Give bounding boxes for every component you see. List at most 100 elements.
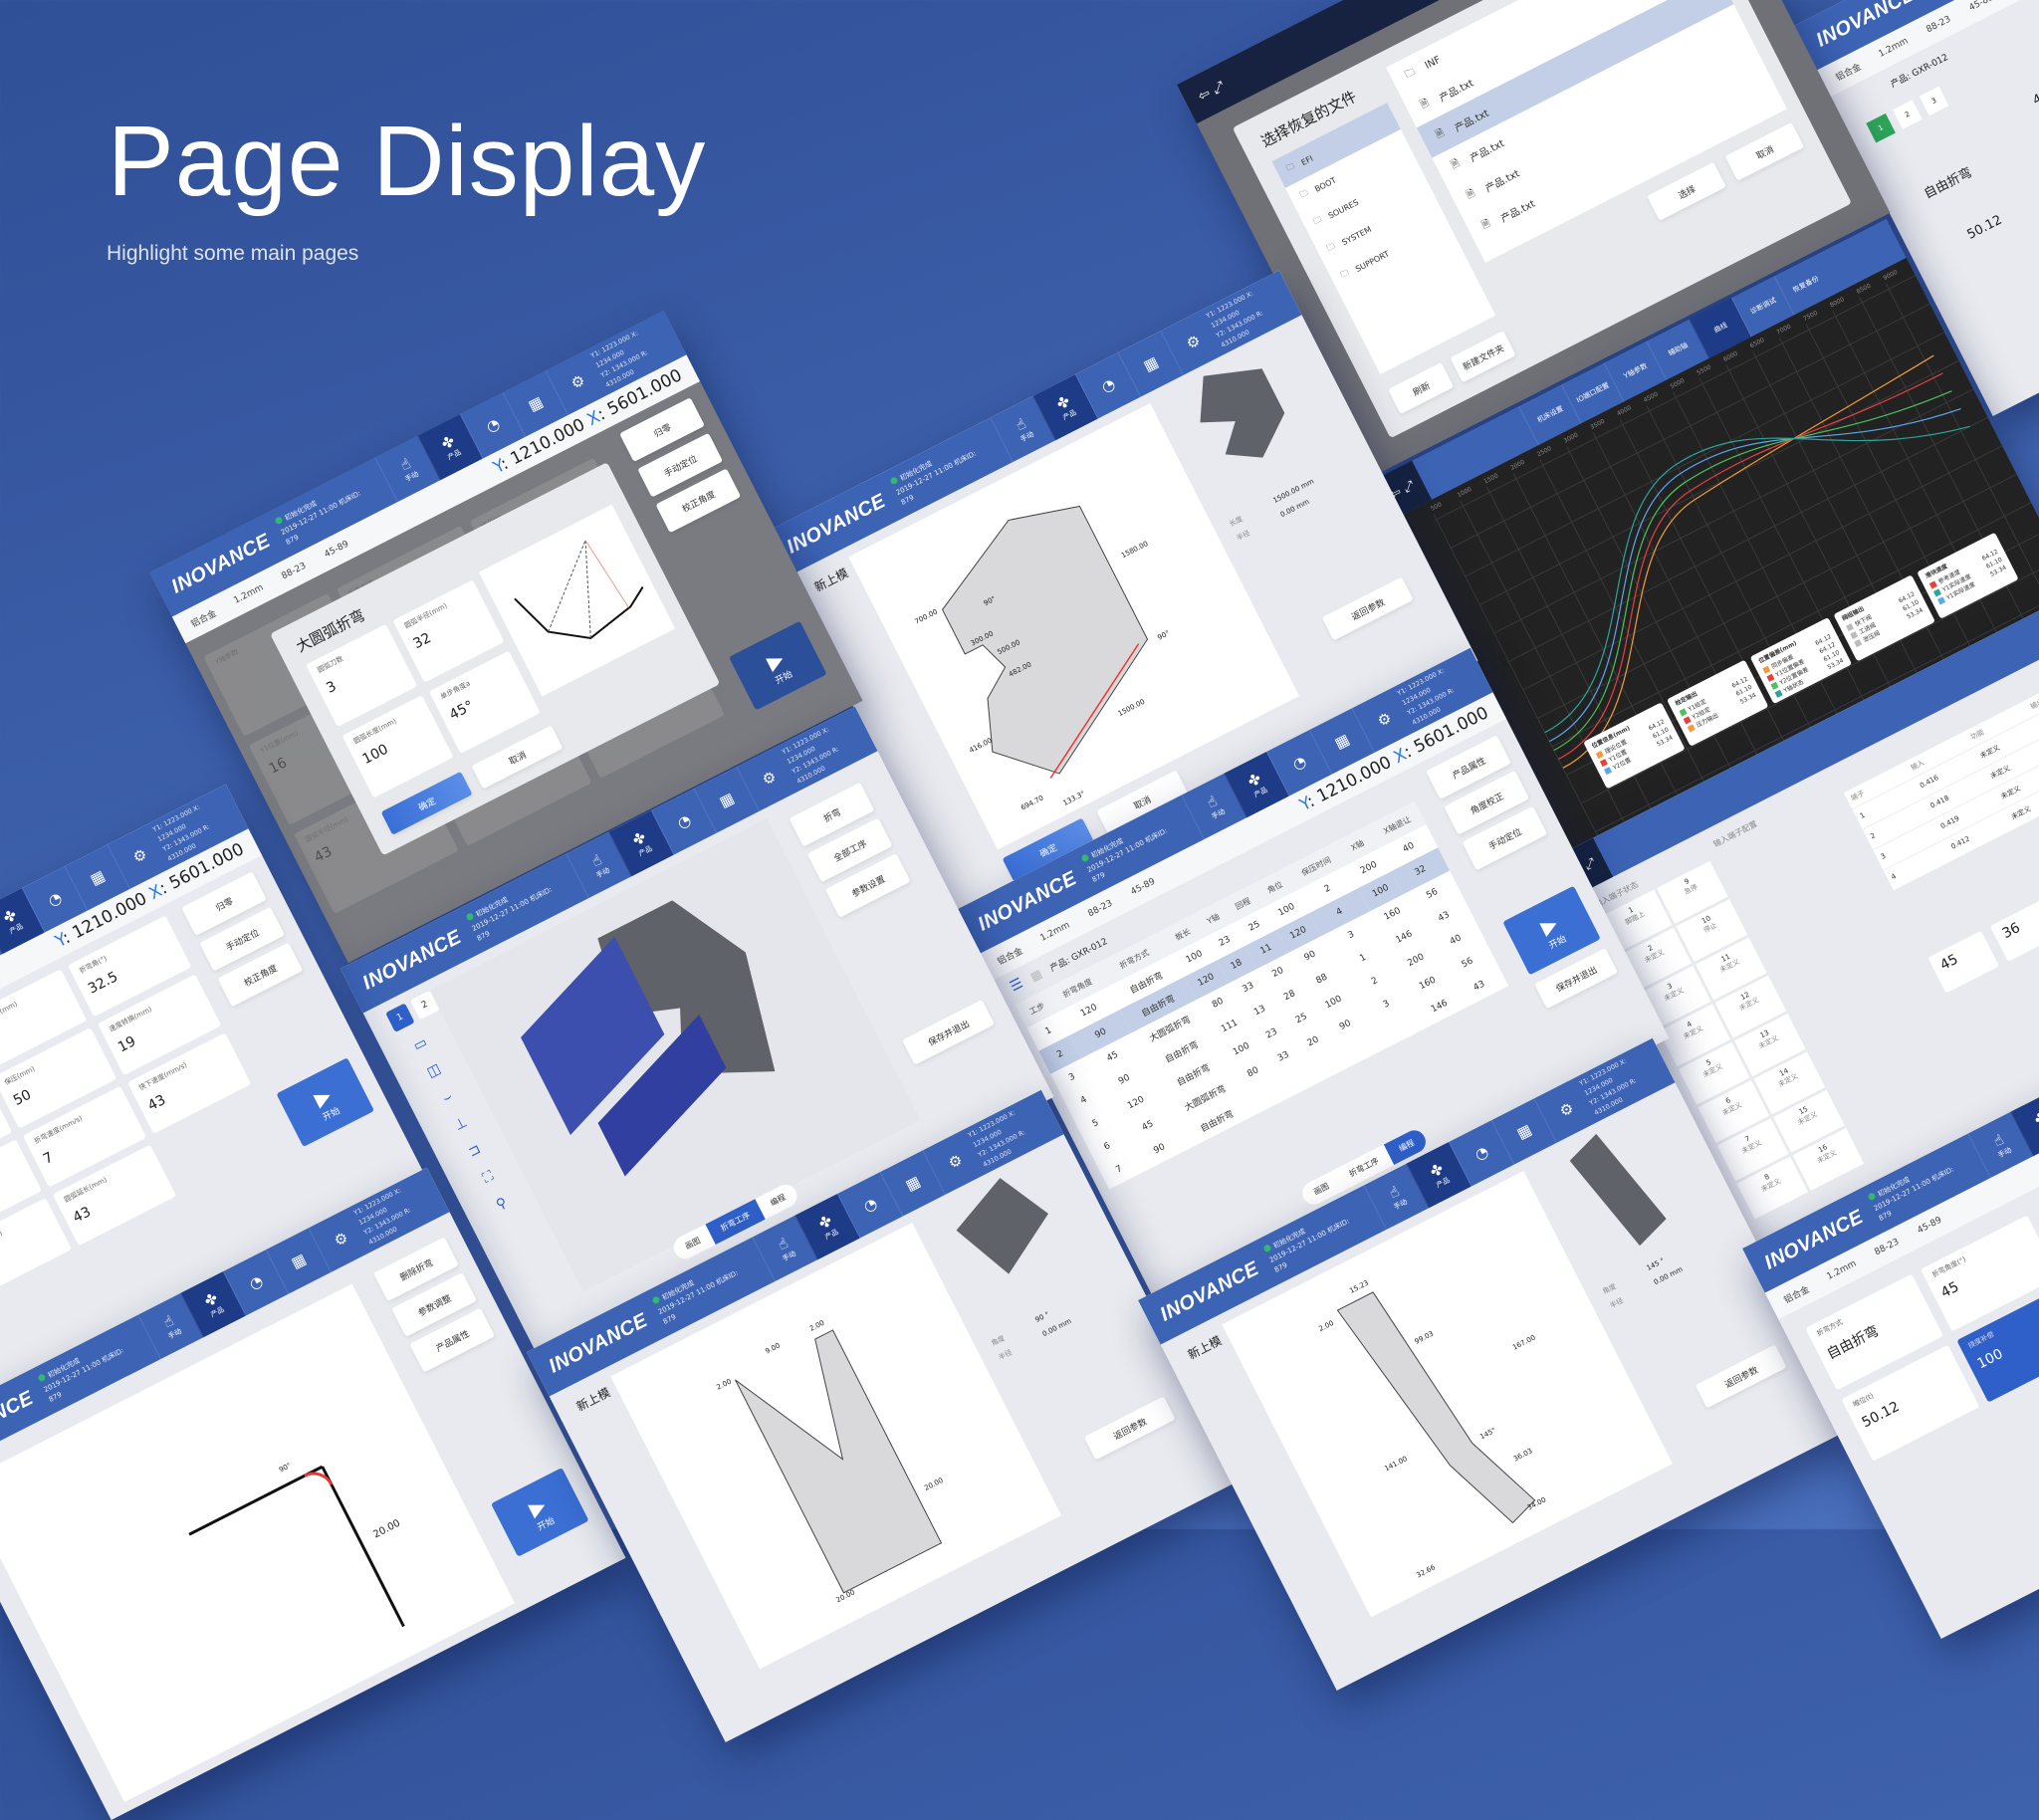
tick-label: 8000 bbox=[1829, 296, 1846, 309]
file-icon: 🗎 bbox=[1433, 125, 1448, 144]
folder-icon: 🗀 bbox=[1284, 160, 1297, 176]
io-value: 45 bbox=[1927, 931, 1999, 994]
start-button[interactable]: ▶开始 bbox=[729, 621, 827, 711]
nav-label: 机床设置 bbox=[1535, 404, 1564, 426]
gauge-icon: ◔ bbox=[246, 1271, 266, 1293]
nav-label: IO端口配置 bbox=[1575, 380, 1611, 405]
folder-icon: 🗀 bbox=[1402, 64, 1419, 84]
start-button[interactable]: ▶开始 bbox=[276, 1057, 374, 1147]
tool-title: 新上模 bbox=[573, 1384, 613, 1415]
radius-label: 半径 bbox=[1235, 528, 1251, 543]
folder-name: SUPPORT bbox=[1354, 249, 1391, 274]
upper-tool: 88-23 bbox=[1925, 15, 1952, 36]
step-tab[interactable]: 2 bbox=[1893, 100, 1923, 129]
card-label: 喉位(t) bbox=[1852, 1392, 1875, 1409]
card-label: 挠度补偿 bbox=[1967, 1330, 1996, 1350]
tick-label: 9000 bbox=[1882, 269, 1899, 282]
gear-icon: ⚙ bbox=[1557, 1099, 1577, 1121]
card-value: 43 bbox=[71, 1170, 161, 1227]
folder-name: SOURES bbox=[1327, 197, 1360, 220]
fold-icon[interactable]: ⊐ bbox=[466, 1141, 484, 1161]
folder-icon: 🗀 bbox=[1298, 187, 1311, 203]
card-label: Y轴参数 bbox=[214, 648, 240, 667]
material: 铝合金 bbox=[188, 606, 218, 630]
upper-tool: 88-23 bbox=[1873, 1238, 1901, 1258]
card-value: 自由折弯 bbox=[1823, 1299, 1925, 1364]
refresh-button[interactable]: 刷新 bbox=[1388, 362, 1454, 414]
grid-view-icon[interactable]: ▦ bbox=[1028, 967, 1044, 985]
legend-swatch bbox=[1604, 767, 1612, 775]
tool-preview bbox=[1564, 1123, 1672, 1256]
folder-icon: 🗀 bbox=[1338, 267, 1351, 283]
nav-label: 曲线 bbox=[1712, 321, 1729, 336]
bend-icon[interactable]: ⌣ bbox=[440, 1088, 455, 1106]
tool-preview bbox=[1182, 350, 1298, 475]
bend-angle: 45 bbox=[2031, 88, 2039, 109]
tick-label: 4000 bbox=[1616, 404, 1633, 417]
upper-tool: 88-23 bbox=[1086, 899, 1114, 920]
legend-swatch bbox=[1937, 596, 1945, 604]
gauge-icon: ◔ bbox=[483, 414, 503, 436]
radius-value: 0.00 mm bbox=[1041, 1317, 1073, 1338]
back-to-params-button[interactable]: 返回参数 bbox=[1084, 1396, 1176, 1460]
back-to-params-button[interactable]: 返回参数 bbox=[1322, 576, 1414, 640]
radius-value: 0.00 mm bbox=[1279, 498, 1311, 519]
legend-swatch bbox=[1774, 689, 1782, 697]
select-icon[interactable]: ▭ bbox=[411, 1034, 430, 1054]
lower-tool: 45-89 bbox=[1129, 877, 1157, 898]
calculator-icon: ▦ bbox=[902, 1172, 923, 1194]
start-button[interactable]: ▶开始 bbox=[491, 1468, 589, 1557]
page-subtitle: Highlight some main pages bbox=[107, 242, 358, 266]
nav-label: Y轴参数 bbox=[1622, 361, 1649, 381]
io-value: 36 bbox=[1990, 899, 2039, 962]
list-view-icon[interactable]: ☰ bbox=[1008, 975, 1025, 995]
calculator-icon: ▦ bbox=[288, 1250, 309, 1271]
new-folder-button[interactable]: 新建文件夹 bbox=[1450, 331, 1515, 382]
field-label: 圆弧刀数 bbox=[317, 655, 345, 675]
angle-label: 角度 bbox=[990, 1333, 1007, 1348]
tick-label: 1500 bbox=[1482, 472, 1499, 485]
throat: 50.12 bbox=[1964, 213, 2004, 243]
thickness: 1.2mm bbox=[1825, 1258, 1858, 1281]
bend-mode: 自由折弯 bbox=[1920, 161, 1974, 202]
radius-label: 半径 bbox=[1608, 1295, 1625, 1310]
pin-icon[interactable]: ⚲ bbox=[494, 1195, 510, 1214]
thickness: 1.2mm bbox=[1877, 36, 1910, 59]
length-label: 长度 bbox=[1228, 514, 1245, 529]
exit-icon[interactable]: ⇦ ⤢ bbox=[1183, 72, 1240, 111]
gear-icon: ⚙ bbox=[130, 845, 150, 867]
calculator-icon: ▦ bbox=[716, 789, 737, 810]
io-values: 453650 bbox=[1927, 867, 2039, 993]
radius-label: 半径 bbox=[997, 1347, 1014, 1362]
field-value: 3 bbox=[324, 649, 396, 697]
step-tab[interactable]: 1 bbox=[1866, 114, 1896, 143]
back-to-params-button[interactable]: 返回参数 bbox=[1696, 1344, 1787, 1408]
tick-label: 5500 bbox=[1696, 363, 1712, 376]
card-value: 19 bbox=[115, 999, 206, 1055]
press-icon[interactable]: ⊥ bbox=[452, 1114, 470, 1134]
gauge-icon: ◔ bbox=[45, 888, 65, 910]
step-tab[interactable]: 1 bbox=[385, 1003, 415, 1032]
input-config-title: 输入端子配置 bbox=[1711, 818, 1759, 850]
nav-label: 诊断调试 bbox=[1748, 296, 1777, 318]
angle-value: 145 ° bbox=[1646, 1256, 1667, 1272]
param-card[interactable]: 圆弧刀数(mm)5 bbox=[0, 1198, 72, 1299]
tick-label: 5000 bbox=[1669, 377, 1686, 390]
cube-icon[interactable]: ◫ bbox=[424, 1060, 443, 1080]
file-icon: 🗎 bbox=[1464, 185, 1478, 204]
gauge-icon: ◔ bbox=[1289, 752, 1309, 774]
step-tab[interactable]: 3 bbox=[1920, 87, 1949, 116]
fit-icon[interactable]: ⛶ bbox=[480, 1168, 496, 1187]
tick-label: 8500 bbox=[1856, 283, 1873, 296]
calculator-icon: ▦ bbox=[1513, 1120, 1534, 1142]
gear-icon: ⚙ bbox=[1184, 332, 1204, 353]
card-value: 45 bbox=[1938, 1241, 2038, 1301]
card-value: 7 bbox=[41, 1111, 131, 1168]
upper-tool: 88-23 bbox=[280, 562, 308, 582]
material: 铝合金 bbox=[1781, 1282, 1811, 1306]
save-exit-button[interactable]: 保存并退出 bbox=[902, 1000, 995, 1065]
product-icon: ✤ bbox=[2031, 1108, 2039, 1130]
gear-icon: ⚙ bbox=[760, 768, 780, 790]
card-value: 50.12 bbox=[1860, 1370, 1959, 1431]
field-value: 32 bbox=[411, 604, 484, 652]
